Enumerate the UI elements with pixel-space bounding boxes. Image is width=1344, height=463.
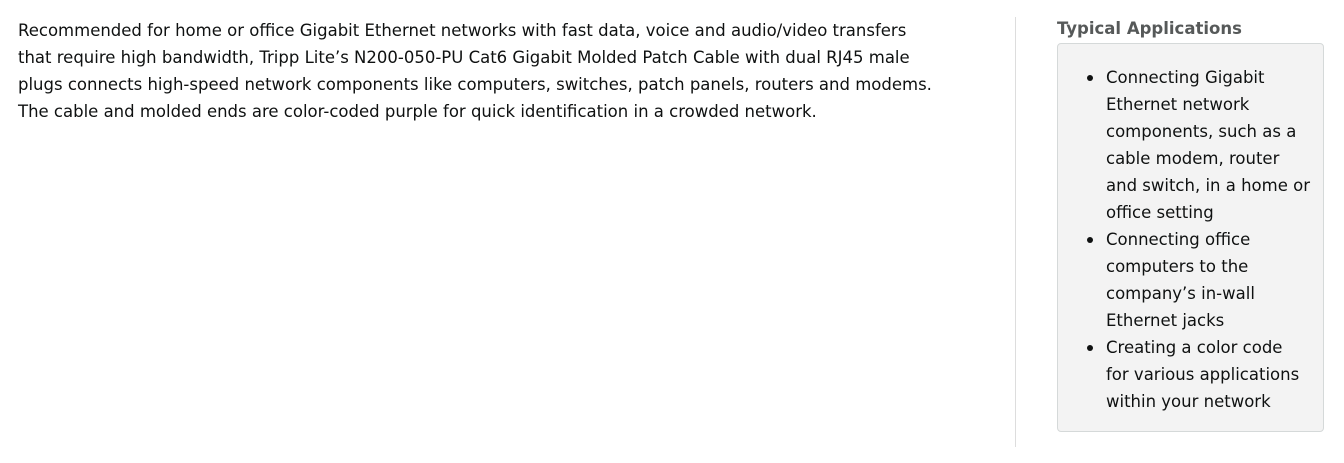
item-line: Connecting office	[1106, 230, 1251, 249]
item-line: components, such as a	[1106, 122, 1297, 141]
item-line: Ethernet jacks	[1106, 311, 1225, 330]
column-divider	[1015, 17, 1016, 447]
item-line: Ethernet network	[1106, 95, 1250, 114]
bullet-icon	[1087, 237, 1093, 243]
description-line: Recommended for home or office Gigabit E…	[18, 21, 907, 40]
item-line: for various applications	[1106, 365, 1300, 384]
list-item: Creating a color code for various applic…	[1087, 334, 1310, 415]
list-item: Connecting Gigabit Ethernet network comp…	[1087, 64, 1310, 226]
description-line: The cable and molded ends are color-code…	[18, 102, 817, 121]
typical-applications-box: Connecting Gigabit Ethernet network comp…	[1057, 43, 1324, 432]
description-line: plugs connects high-speed network compon…	[18, 75, 932, 94]
item-line: and switch, in a home or	[1106, 176, 1310, 195]
applications-list: Connecting Gigabit Ethernet network comp…	[1087, 64, 1310, 415]
bullet-icon	[1087, 345, 1093, 351]
item-line: computers to the	[1106, 257, 1249, 276]
item-line: Creating a color code	[1106, 338, 1283, 357]
item-line: within your network	[1106, 392, 1271, 411]
list-item: Connecting office computers to the compa…	[1087, 226, 1310, 334]
item-line: office setting	[1106, 203, 1214, 222]
item-line: Connecting Gigabit	[1106, 68, 1265, 87]
item-line: cable modem, router	[1106, 149, 1280, 168]
item-line: company’s in-wall	[1106, 284, 1255, 303]
description-line: that require high bandwidth, Tripp Lite’…	[18, 48, 910, 67]
bullet-icon	[1087, 75, 1093, 81]
product-description: Recommended for home or office Gigabit E…	[18, 17, 988, 125]
typical-applications-heading: Typical Applications	[1057, 19, 1242, 38]
